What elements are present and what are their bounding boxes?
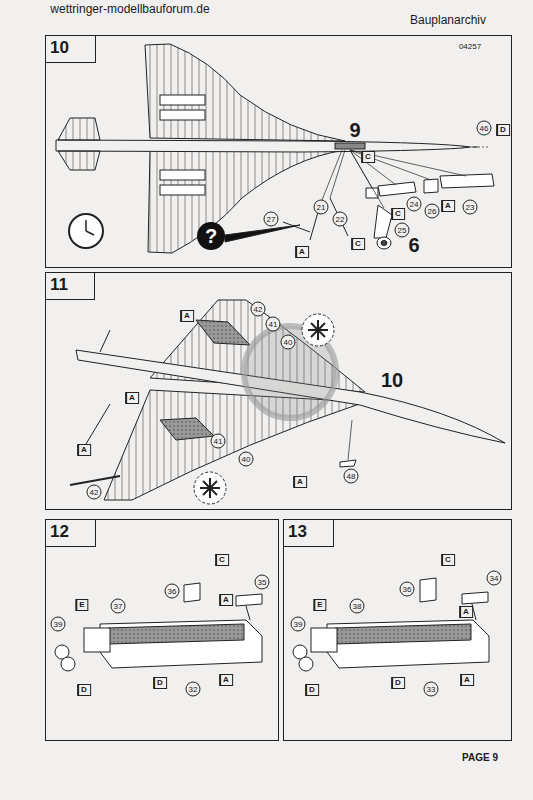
callout-number: 22 [333, 212, 348, 227]
paint-code-flag: D [77, 684, 91, 696]
help-symbol: ? [197, 222, 225, 250]
paint-code-flag: A [125, 392, 139, 404]
callout-number: 41 [211, 434, 226, 449]
callout-number: 24 [407, 197, 422, 212]
callout-number: 27 [264, 212, 279, 227]
paint-code-flag: A [295, 246, 309, 258]
paint-code-flag: C [351, 238, 365, 250]
subassembly-number: 9 [348, 120, 361, 140]
paint-code-flag: C [441, 554, 455, 566]
page-text: Bauplanarchiv [410, 14, 486, 26]
paint-code-flag: D [391, 677, 405, 689]
callout-number: 36 [400, 582, 415, 597]
paint-code-flag: C [391, 208, 405, 220]
callout-number: 33 [424, 682, 439, 697]
callout-number: 26 [425, 204, 440, 219]
page-text: 04257 [459, 43, 481, 51]
subassembly-number: 6 [407, 235, 420, 255]
paint-code-flag: E [313, 599, 326, 611]
paint-code-flag: D [305, 684, 319, 696]
callout-number: 46 [477, 121, 492, 136]
callout-number: 23 [463, 200, 478, 215]
step-number: 11 [50, 275, 68, 295]
callout-number: 34 [487, 571, 502, 586]
paint-code-flag: C [361, 151, 375, 163]
paint-code-flag: E [75, 599, 88, 611]
paint-code-flag: A [441, 200, 455, 212]
callout-number: 35 [255, 575, 270, 590]
page-text: PAGE 9 [462, 753, 498, 763]
paint-code-flag: D [153, 677, 167, 689]
callout-number: 36 [165, 584, 180, 599]
step-panel: 12 [45, 519, 279, 741]
paint-code-flag: A [460, 674, 474, 686]
paint-code-flag: C [215, 554, 229, 566]
callout-number: 32 [186, 682, 201, 697]
paint-code-flag: A [77, 444, 91, 456]
callout-number: 37 [111, 599, 126, 614]
callout-number: 21 [314, 200, 329, 215]
step-number: 10 [50, 38, 69, 58]
step-number: 12 [50, 522, 69, 542]
callout-number: 40 [239, 452, 254, 467]
callout-number: 41 [266, 317, 281, 332]
subassembly-number: 10 [380, 370, 404, 390]
paint-code-flag: A [180, 310, 194, 322]
callout-number: 39 [51, 617, 66, 632]
paint-code-flag: D [496, 124, 510, 136]
step-panel: 11 [45, 272, 512, 510]
paint-code-flag: A [459, 606, 473, 618]
callout-number: 42 [87, 485, 102, 500]
callout-number: 39 [291, 617, 306, 632]
step-number: 13 [288, 522, 307, 542]
page-text: wettringer-modellbauforum.de [50, 3, 209, 15]
step-panel: 13 [283, 519, 512, 741]
callout-number: 48 [344, 469, 359, 484]
callout-number: 40 [281, 335, 296, 350]
step-panel: 10 [45, 35, 512, 268]
paint-code-flag: A [219, 594, 233, 606]
callout-number: 42 [251, 302, 266, 317]
paint-code-flag: A [219, 674, 233, 686]
callout-number: 38 [350, 599, 365, 614]
paint-code-flag: A [293, 476, 307, 488]
